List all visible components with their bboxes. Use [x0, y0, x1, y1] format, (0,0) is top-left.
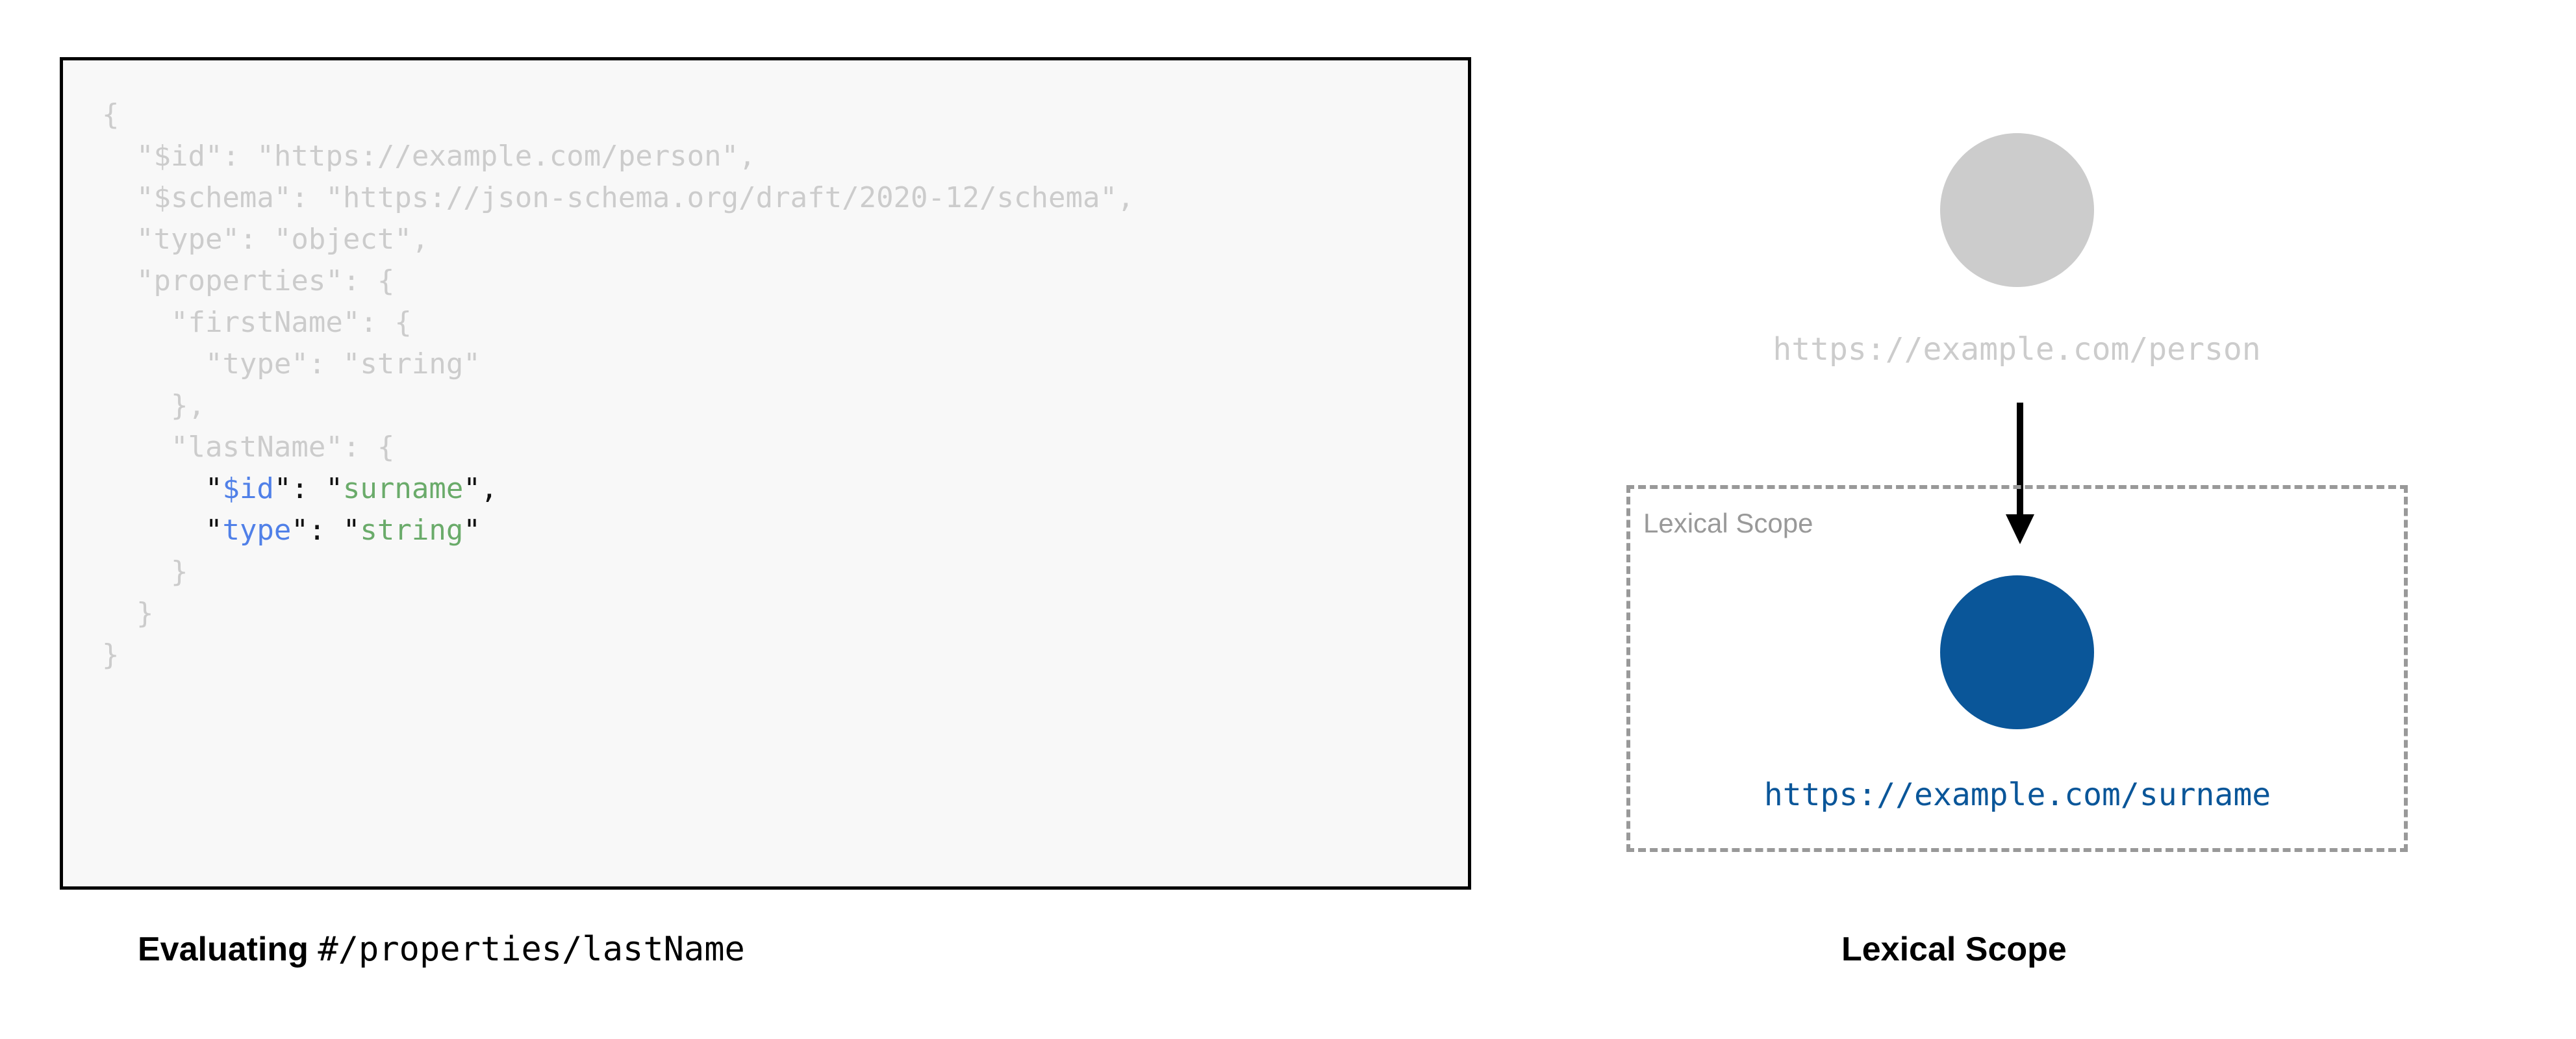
code-token-dim: } [102, 638, 120, 671]
left-caption-pointer: #/properties/lastName [318, 930, 745, 969]
code-line: "$id": "surname", [102, 468, 1134, 510]
code-indent [102, 223, 136, 256]
code-token-dim: "type": "string" [205, 347, 481, 381]
right-caption-text: Lexical Scope [1841, 931, 2067, 968]
lexical-scope-boundary-box [1626, 485, 2408, 852]
code-line: "firstName": { [102, 302, 1134, 344]
code-line: "properties": { [102, 260, 1134, 302]
code-indent [102, 181, 136, 214]
code-line: { [102, 94, 1134, 136]
code-indent [102, 347, 205, 381]
inner-resource-node-circle [1940, 575, 2094, 729]
code-token-str: string [360, 514, 464, 547]
code-indent [102, 389, 171, 422]
code-token-dim: "firstName": { [170, 306, 412, 339]
code-token-punct: " [205, 514, 223, 547]
code-token-dim: "lastName": { [170, 431, 395, 464]
code-line: "$schema": "https://json-schema.org/draf… [102, 177, 1134, 219]
json-schema-code-panel: { "$id": "https://example.com/person", "… [60, 57, 1471, 890]
code-token-dim: "type": "object", [136, 223, 429, 256]
code-line: } [102, 551, 1134, 593]
code-token-punct: ", [463, 472, 498, 505]
code-token-punct: ": " [291, 514, 360, 547]
lexical-scope-diagram: https://example.com/person Lexical Scope… [1546, 0, 2520, 909]
code-token-dim: } [170, 555, 188, 588]
scope-containment-arrow-icon [2006, 403, 2034, 544]
code-token-str: surname [342, 472, 464, 505]
code-indent [102, 472, 205, 505]
code-indent [102, 514, 205, 547]
code-line: "type": "string" [102, 510, 1134, 551]
code-token-dim: }, [170, 389, 205, 422]
json-schema-code-listing: { "$id": "https://example.com/person", "… [102, 94, 1134, 676]
lexical-scope-box-label: Lexical Scope [1643, 508, 1813, 538]
code-line: } [102, 634, 1134, 676]
right-caption: Lexical Scope [1841, 930, 2067, 969]
code-token-dim: "$id": "https://example.com/person", [136, 140, 756, 173]
code-indent [102, 597, 136, 630]
code-token-punct: " [463, 514, 481, 547]
code-token-punct: ": " [273, 472, 343, 505]
code-token-dim: { [102, 98, 120, 131]
code-line: } [102, 593, 1134, 634]
left-caption-space [309, 931, 318, 968]
left-caption: Evaluating #/properties/lastName [138, 930, 745, 969]
outer-resource-node-circle [1940, 133, 2094, 287]
left-caption-bold: Evaluating [138, 931, 309, 968]
outer-resource-node-label: https://example.com/person [1773, 331, 2261, 368]
code-token-punct: " [205, 472, 223, 505]
inner-resource-node-label: https://example.com/surname [1763, 777, 2271, 813]
code-token-dim: } [136, 597, 154, 630]
code-indent [102, 555, 171, 588]
code-line: }, [102, 385, 1134, 427]
code-token-key: type [222, 514, 292, 547]
code-line: "type": "string" [102, 344, 1134, 385]
code-indent [102, 431, 171, 464]
code-line: "lastName": { [102, 427, 1134, 468]
code-token-key: $id [222, 472, 274, 505]
code-token-dim: "$schema": "https://json-schema.org/draf… [136, 181, 1135, 214]
code-line: "type": "object", [102, 219, 1134, 260]
code-indent [102, 306, 171, 339]
code-indent [102, 264, 136, 297]
code-indent [102, 140, 136, 173]
code-token-dim: "properties": { [136, 264, 395, 297]
code-line: "$id": "https://example.com/person", [102, 136, 1134, 177]
